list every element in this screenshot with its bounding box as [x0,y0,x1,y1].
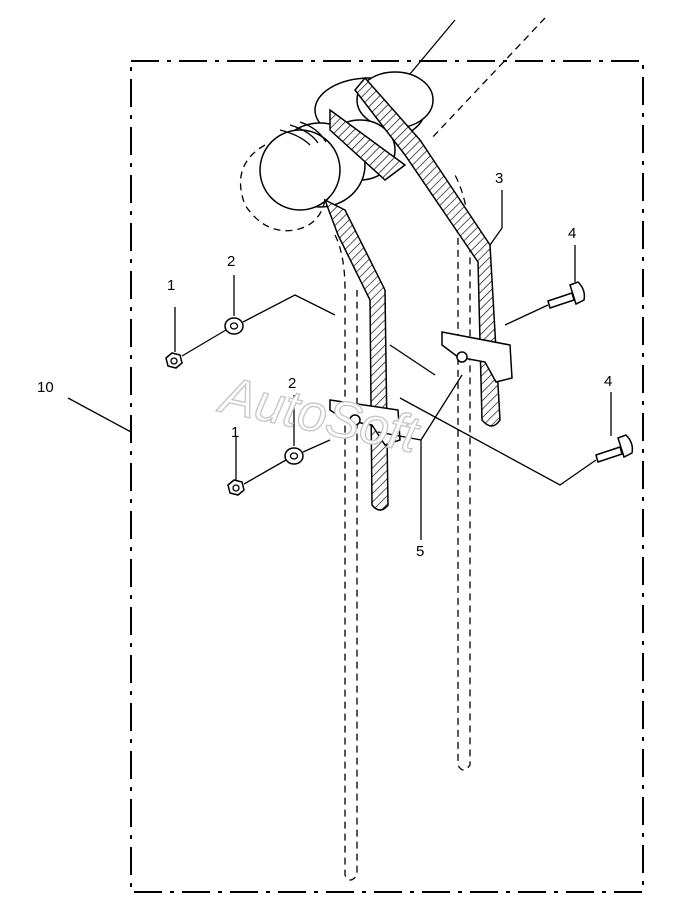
hose-clamp-upper [441,331,513,383]
hose-phantom-lines [334,17,546,881]
mounting-bracket-right [354,76,501,427]
bolt-upper [547,281,586,309]
callout-4-upper: 4 [568,225,576,242]
washer-upper [224,317,244,335]
callout-10: 10 [37,379,54,396]
nut-lower [227,479,245,496]
watermark-text: AutoSoft [213,366,426,465]
callout-5: 5 [416,543,424,560]
assembly-leader-lines [181,294,597,486]
washer-lower [284,447,304,465]
assembly-boundary [130,60,644,893]
callout-1-upper: 1 [167,277,175,294]
bolt-lower [595,434,634,463]
callout-2-upper: 2 [227,253,235,270]
callout-1-lower: 1 [231,424,239,441]
callout-leaders [67,190,612,540]
callout-3: 3 [495,170,503,187]
hose-clamp-lower [329,399,401,446]
nut-upper [165,352,183,369]
callout-4-lower: 4 [604,373,612,390]
callout-2-lower: 2 [288,375,296,392]
